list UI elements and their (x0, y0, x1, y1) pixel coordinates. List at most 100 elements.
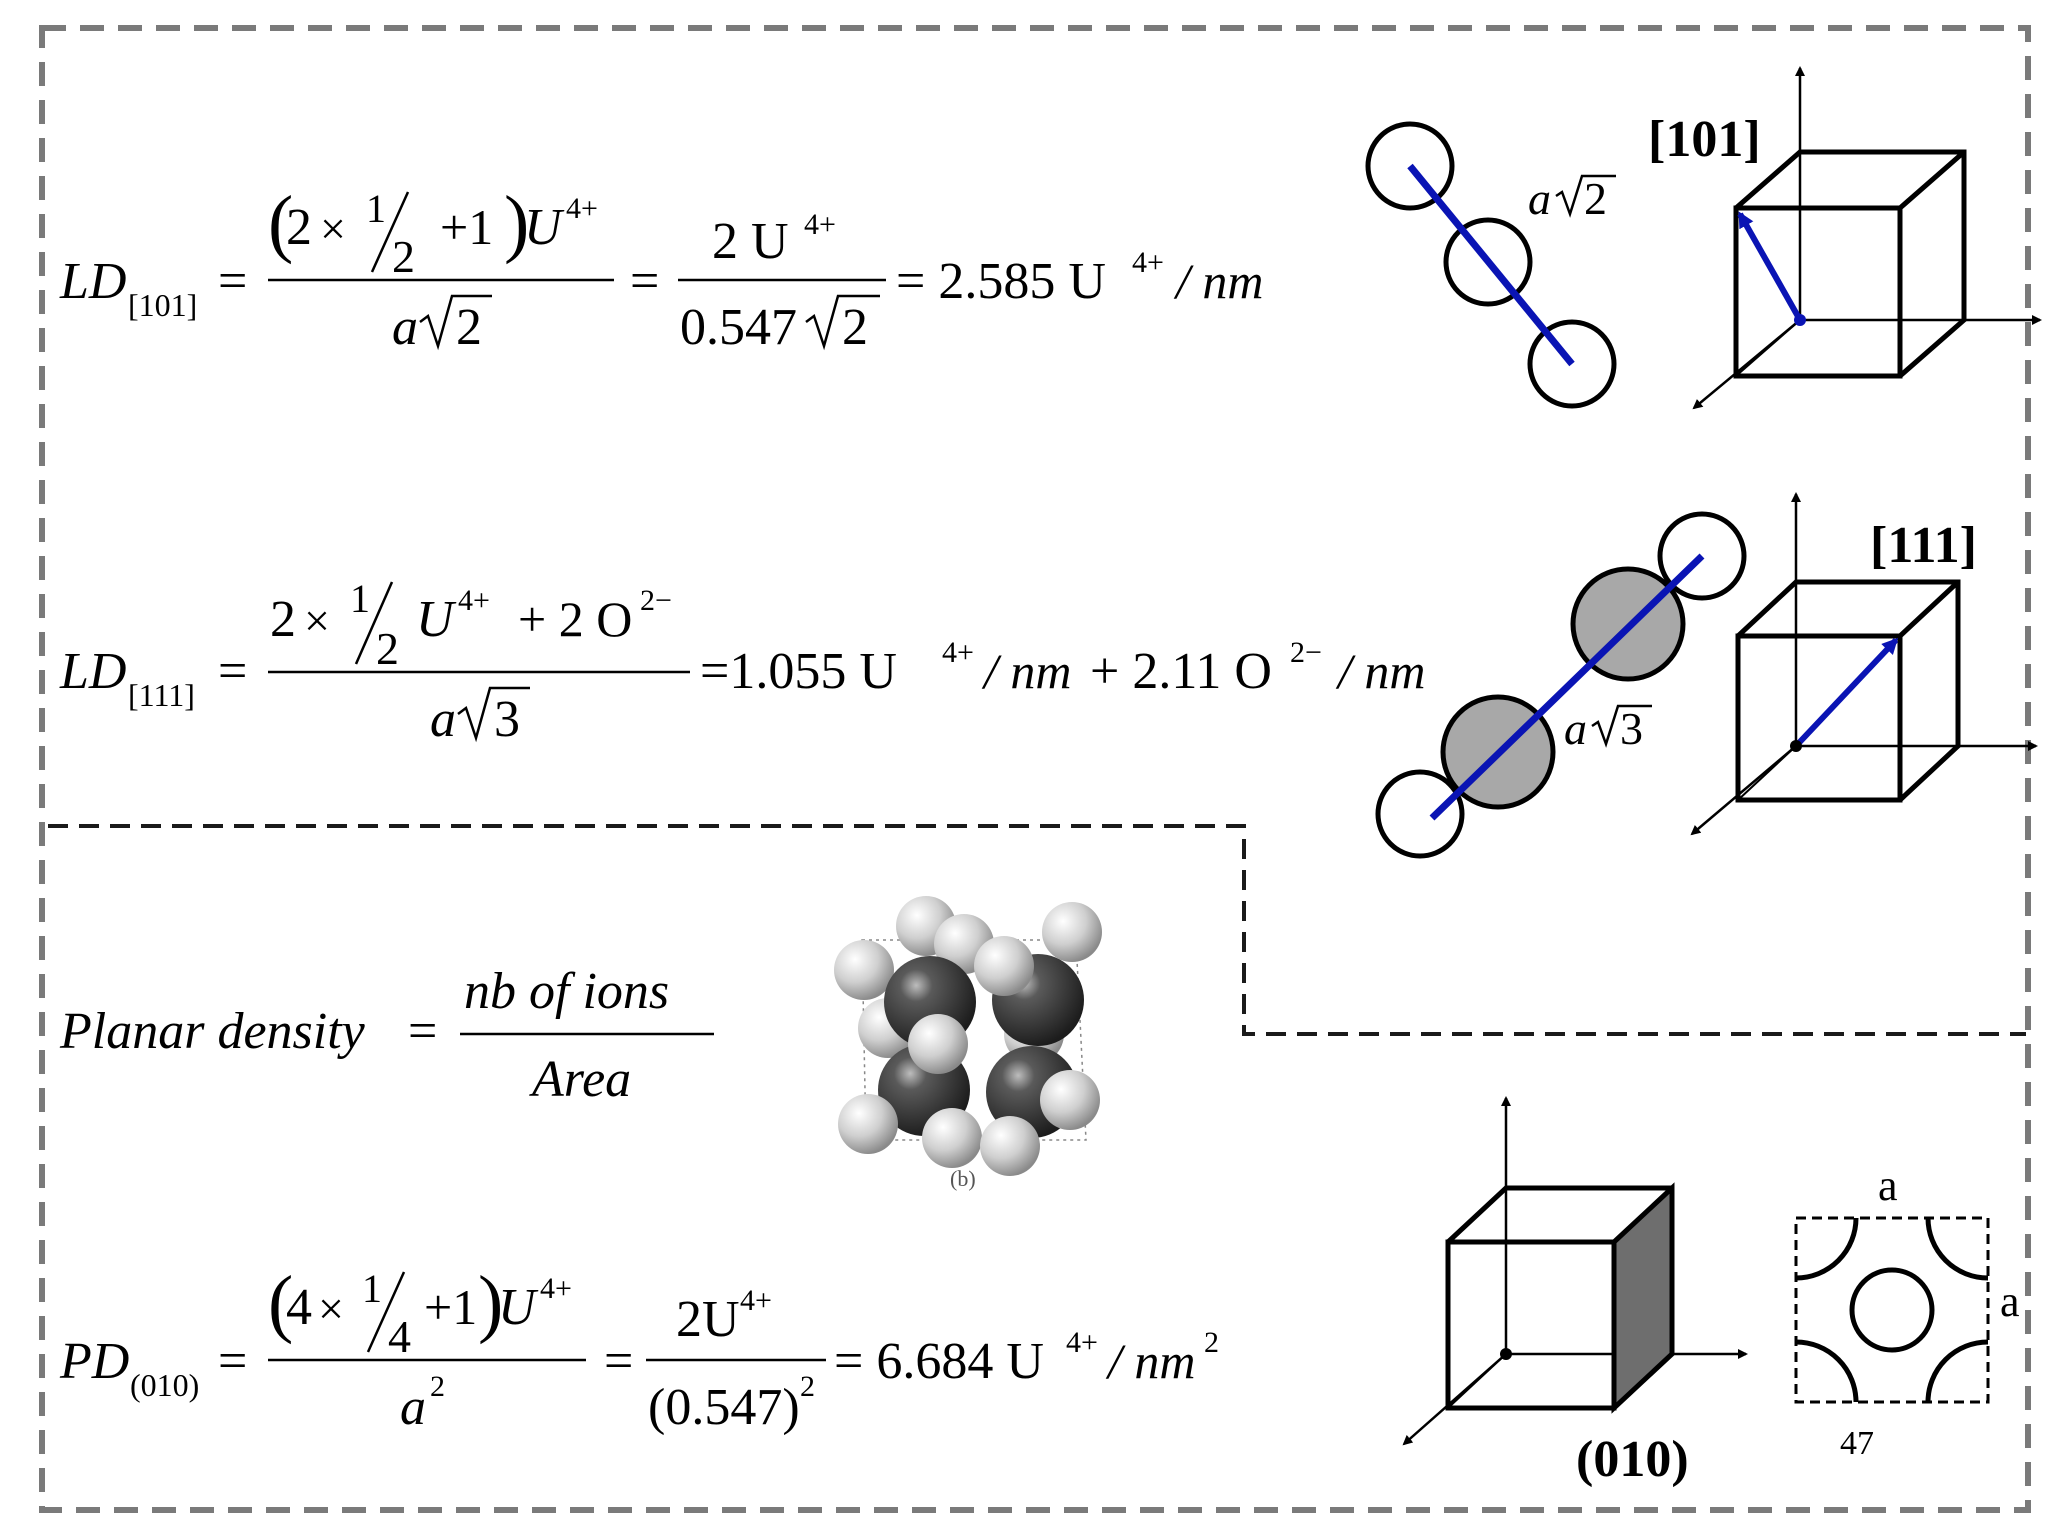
planar-equals: = (408, 1003, 437, 1060)
ld101-den2-radical (805, 294, 880, 351)
pd010-den2-sup: 2 (800, 1370, 815, 1403)
direction-line (1429, 553, 1705, 821)
ld111-den-radical (457, 686, 530, 743)
pd010-four: 4 (286, 1279, 312, 1336)
equation-planar-density: Planar density = nb of ions Area (59, 963, 714, 1108)
ld101-num2: 2 U (712, 213, 789, 270)
pd010-lhs-subscript: (010) (130, 1367, 199, 1403)
pd010-num2: 2U (676, 1291, 740, 1348)
corner-quarter-circle (1925, 1339, 1989, 1403)
equation-ld111: LD [111] = 2 × 1 2 U 4+ + 2 O 2− a 3 =1.… (59, 576, 1426, 748)
outer-dashed-frame (39, 25, 2031, 1513)
ball-model-uo2: (b) (834, 896, 1102, 1191)
ld101-paren-open: ( (268, 181, 293, 265)
ld111-den-a: a (430, 691, 456, 748)
ld101-half-slash (370, 191, 410, 273)
cube-front-face (1735, 633, 1903, 803)
pd010-plus-one: +1 (424, 1279, 477, 1335)
anion-sphere (1042, 902, 1102, 962)
atom-chain-111: a 3 (1375, 511, 1747, 859)
ld101-equals-2: = (630, 253, 659, 310)
dir101-length-a: a (1528, 173, 1551, 224)
vector-111 (1793, 637, 1899, 749)
anion-sphere (908, 1014, 968, 1074)
dir111-label: [111] (1870, 517, 1977, 574)
ld111-lhs: LD (59, 643, 126, 700)
pd010-result: = 6.684 U (834, 1333, 1044, 1390)
pd010-ion-sup: 4+ (540, 1272, 572, 1305)
ld111-equals: = (218, 643, 247, 700)
pd010-quarter-den: 4 (388, 1311, 411, 1362)
pd010-num2-sup: 4+ (740, 1284, 772, 1317)
dir111-length-rad-value: 3 (1620, 703, 1643, 754)
cube-front-face (1733, 205, 1903, 379)
corner-quarter-circle (1795, 1217, 1859, 1281)
ld111-result-a-sup: 4+ (942, 636, 974, 669)
plane-010-layout: a a 47 (1794, 1161, 2020, 1462)
ld101-times: × (320, 203, 346, 254)
cube-101: [101] (1648, 66, 2042, 410)
dir101-length-rad-value: 2 (1584, 173, 1607, 224)
planar-numerator: nb of ions (464, 963, 669, 1020)
plane-corner-note: 47 (1840, 1425, 1874, 1462)
anion-sphere (974, 936, 1034, 996)
ld101-lhs: LD (59, 253, 126, 310)
ld111-result-b-sup: 2− (1290, 636, 1322, 669)
ld101-half-num: 1 (366, 186, 386, 231)
plane-side-right-label: a (2000, 1277, 2020, 1326)
pd010-paren-open: ( (268, 1261, 293, 1345)
planar-denominator: Area (529, 1051, 631, 1108)
axis-x (1690, 745, 1797, 836)
cube-hidden-edge (1735, 319, 1801, 377)
ld101-den2: 0.547 (680, 299, 797, 356)
ld111-half-slash (354, 581, 394, 665)
ld101-den-rad-value: 2 (456, 299, 482, 356)
pd010-result-unit-sup: 2 (1204, 1326, 1219, 1359)
ld111-result-a-unit: / nm (981, 643, 1072, 699)
cube-010: (010) (1402, 1096, 1748, 1488)
ld101-den-a: a (392, 299, 418, 356)
inner-dashed-separator (48, 824, 2026, 1036)
cation-circle (1375, 769, 1465, 859)
dir101-label: [101] (1648, 111, 1761, 168)
ld101-two: 2 (286, 199, 312, 256)
corner-quarter-circle (1795, 1339, 1859, 1403)
ld111-result-a: =1.055 U (700, 643, 897, 700)
ld111-half-num: 1 (350, 576, 370, 621)
corner-quarter-circle (1925, 1217, 1989, 1281)
ld101-equals: = (218, 253, 247, 310)
ld111-o-sup: 2− (640, 584, 672, 617)
dir101-length-radical (1555, 174, 1616, 218)
planar-lhs: Planar density (59, 1003, 366, 1060)
direction-line (1407, 163, 1575, 367)
anion-sphere (1040, 1070, 1100, 1130)
pd010-quarter-slash (366, 1271, 406, 1353)
plane010-label: (010) (1576, 1431, 1689, 1488)
origin-dot (1500, 1348, 1512, 1360)
ld101-result: = 2.585 U (896, 253, 1106, 310)
ld101-paren-close: ) (504, 181, 529, 265)
anion-sphere (834, 940, 894, 1000)
equation-ld101: LD [101] = ( 2 × 1 2 +1 ) U 4+ a 2 = 2 U… (59, 181, 1264, 356)
model-caption: (b) (950, 1166, 976, 1191)
pd010-ion: U (498, 1279, 539, 1336)
pd010-den-a: a (400, 1379, 426, 1436)
center-circle (1849, 1267, 1935, 1353)
ld111-lhs-subscript: [111] (128, 677, 195, 713)
pd010-equals-2: = (604, 1333, 633, 1390)
plane-boundary (1794, 1216, 1990, 1404)
anion-sphere (922, 1108, 982, 1168)
vector-101 (1737, 211, 1803, 322)
anion-sphere (838, 1094, 898, 1154)
origin-dot (1790, 740, 1802, 752)
ld111-result-b-unit: / nm (1335, 643, 1426, 699)
pd010-result-unit: / nm (1105, 1333, 1196, 1389)
pd010-quarter-num: 1 (362, 1266, 382, 1311)
ld101-lhs-subscript: [101] (128, 287, 197, 323)
plane-side-top-label: a (1878, 1161, 1898, 1210)
atom-chain-101: a 2 (1365, 121, 1617, 409)
ld101-ion-sup: 4+ (566, 192, 598, 225)
origin-dot (1794, 314, 1806, 326)
ld101-result-sup: 4+ (1132, 246, 1164, 279)
ld111-ion: U (416, 591, 457, 648)
